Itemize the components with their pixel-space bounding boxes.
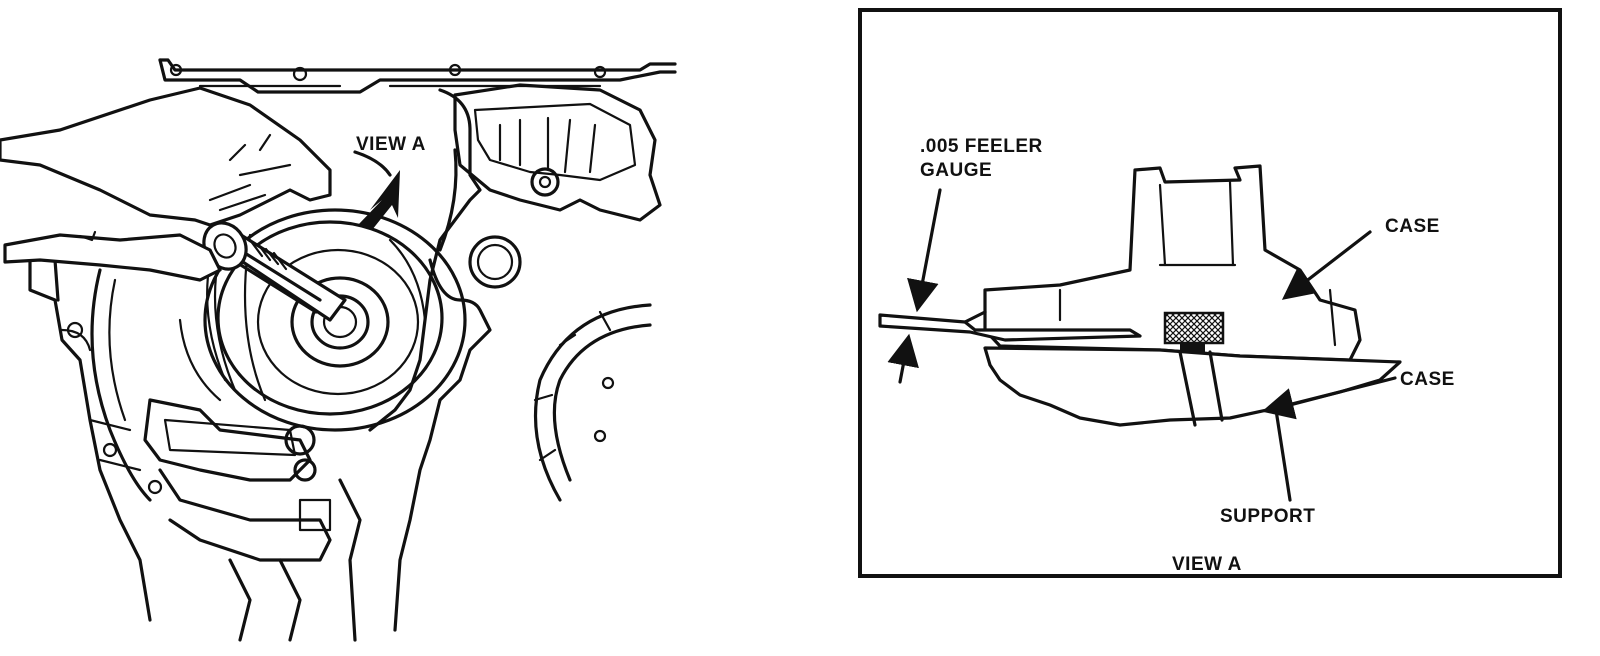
view-a-pointer (353, 150, 400, 230)
flexplate-arc (533, 303, 652, 502)
lower-details (88, 398, 362, 642)
hands (0, 86, 332, 282)
gauge-dimension-arrows (887, 188, 942, 384)
view-a-panel: .005 FEELER GAUGE CASE CASE SUPPORT VIEW… (858, 8, 1562, 578)
case-lower-label: CASE (1400, 369, 1455, 390)
leader-lines (1261, 230, 1397, 502)
view-a-caption: VIEW A (1172, 554, 1242, 575)
case-web (453, 83, 662, 289)
feeler-gauge-label-line1: .005 FEELER (920, 136, 1043, 157)
case-top-flange (158, 58, 677, 94)
pump-assembly (178, 208, 467, 432)
support-section (983, 343, 1402, 427)
case-left-side (28, 248, 163, 622)
case-section (983, 164, 1362, 362)
feeler-gauge-blade (878, 310, 1142, 342)
view-a-callout-label: VIEW A (356, 134, 426, 155)
left-figure: VIEW A (0, 58, 677, 642)
feeler-gauge-label-line2: GAUGE (920, 160, 992, 181)
seal-ring (1163, 311, 1225, 345)
case-upper-label: CASE (1385, 216, 1440, 237)
support-label: SUPPORT (1220, 506, 1315, 527)
